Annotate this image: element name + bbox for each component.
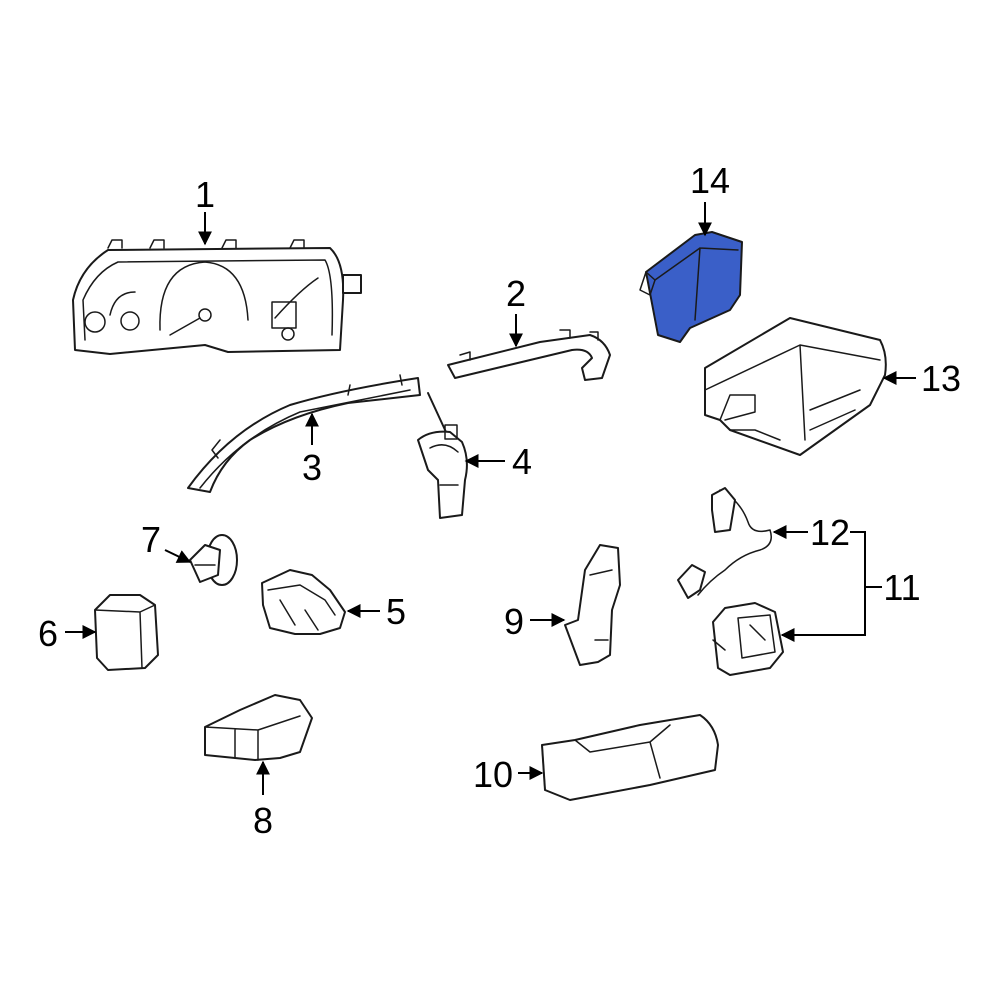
- callout-5: 5: [386, 591, 406, 632]
- callout-13: 13: [921, 358, 961, 399]
- callout-1: 1: [195, 174, 215, 215]
- callout-3: 3: [302, 447, 322, 488]
- callout-7: 7: [141, 519, 161, 560]
- callout-14: 14: [690, 160, 730, 201]
- part-7-clip[interactable]: [189, 534, 238, 586]
- leader-lines: [65, 202, 916, 795]
- callout-4: 4: [512, 441, 532, 482]
- callout-11: 11: [883, 567, 920, 608]
- part-13-module-box[interactable]: [704, 317, 887, 456]
- callout-12: 12: [810, 512, 850, 553]
- part-3-curved-strip[interactable]: [187, 374, 421, 493]
- part-12-wiring-harness[interactable]: [677, 487, 772, 599]
- callout-2: 2: [506, 273, 526, 314]
- part-8-connector[interactable]: [204, 694, 313, 761]
- callout-9: 9: [504, 601, 524, 642]
- part-1-instrument-cluster[interactable]: [72, 239, 362, 355]
- callout-6: 6: [38, 613, 58, 654]
- part-4-switch[interactable]: [417, 392, 468, 519]
- callout-labels: 1 2 3 4 5 6 7 8 9 10 11 12 13 14: [38, 160, 961, 841]
- part-11-switch-housing[interactable]: [712, 602, 784, 676]
- part-14-module-highlighted[interactable]: [639, 231, 743, 343]
- part-2-trim-strip[interactable]: [447, 329, 611, 381]
- part-6-switch-block[interactable]: [94, 594, 159, 671]
- part-10-cover-panel[interactable]: [541, 714, 719, 801]
- leader-11-bracket: [780, 531, 866, 642]
- leader-7: [164, 549, 192, 563]
- part-5-bracket[interactable]: [261, 569, 346, 635]
- callout-10: 10: [473, 754, 513, 795]
- part-9-pillar-trim[interactable]: [564, 544, 621, 666]
- callout-8: 8: [253, 800, 273, 841]
